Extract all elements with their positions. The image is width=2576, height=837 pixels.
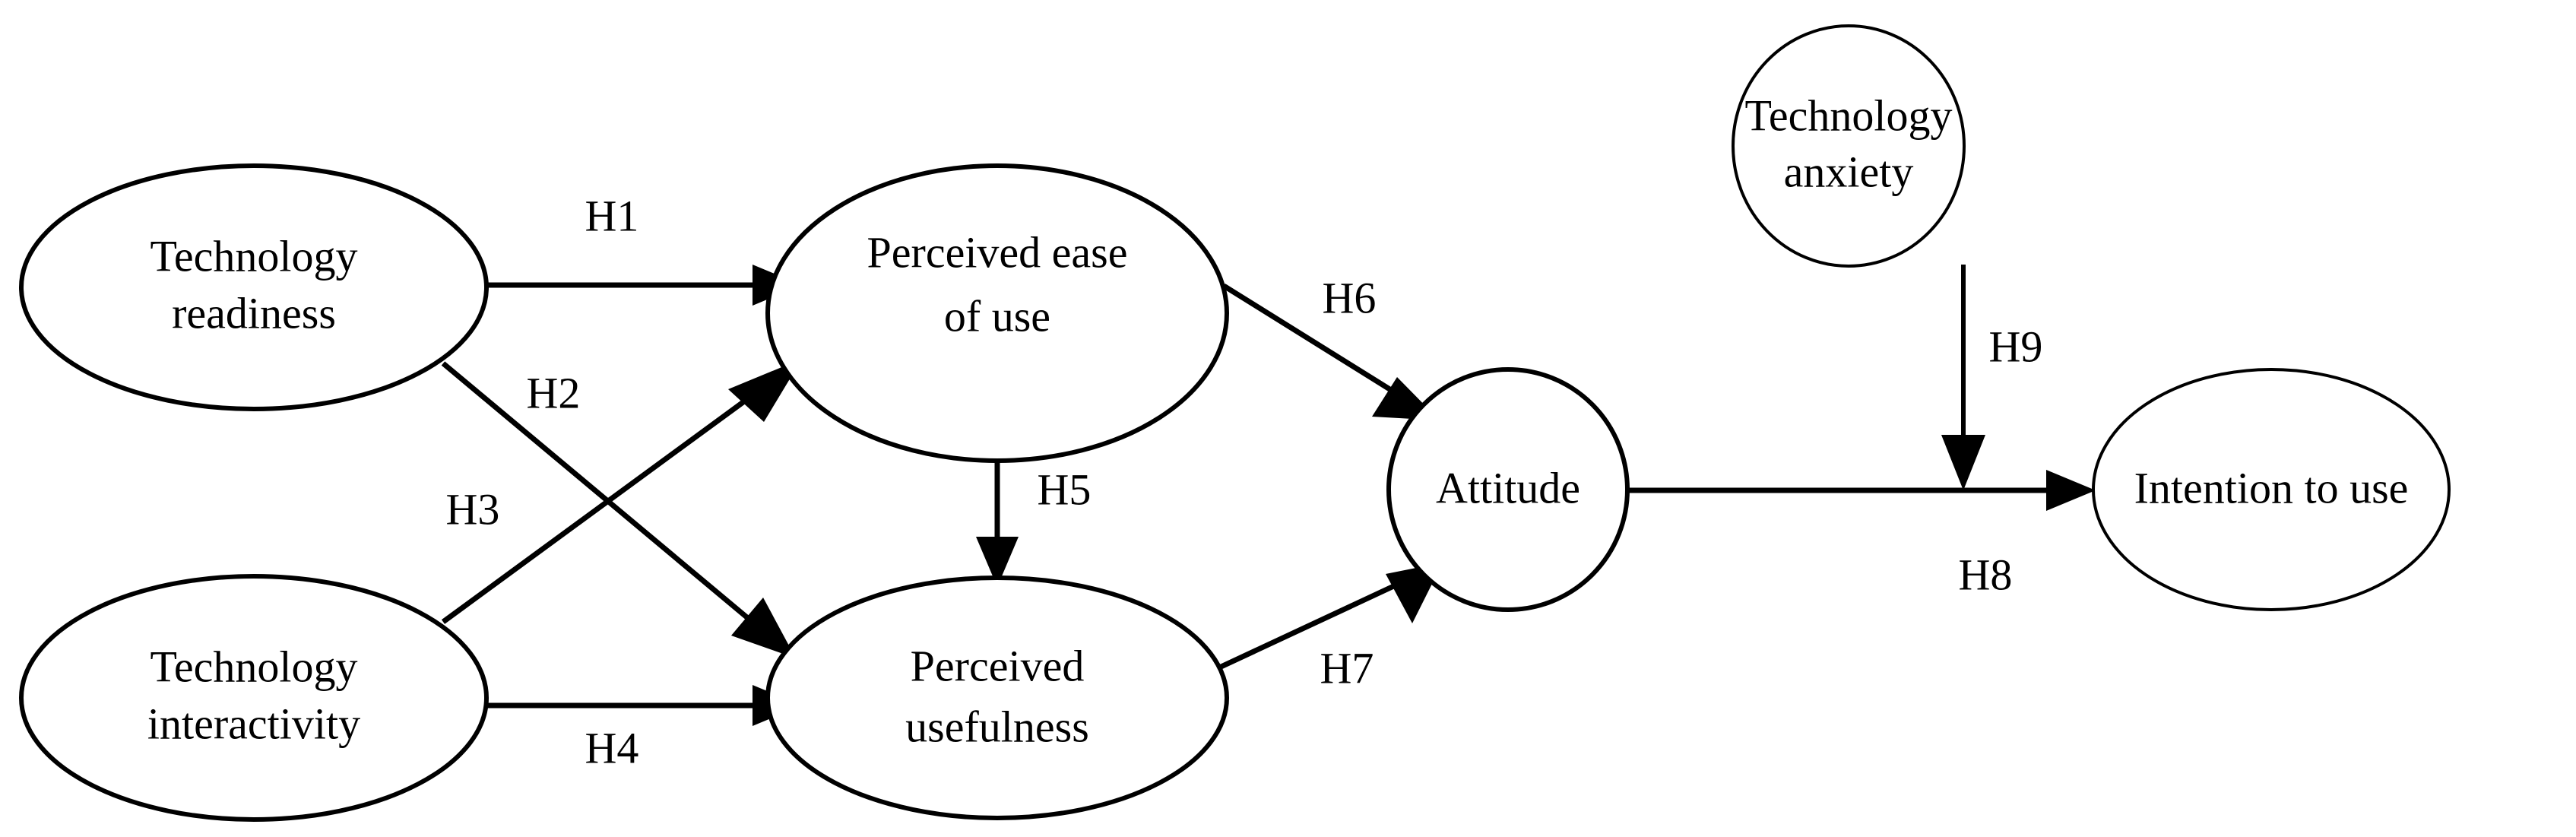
edge-label-h4: H4 [585,723,639,772]
node-technology-interactivity[interactable]: Technology interactivity [19,574,489,822]
edge-h7-line [1215,581,1400,672]
edge-h9-arrowhead [1941,435,1985,490]
edge-h9 [1941,265,1985,490]
edge-h2-arrowhead [731,598,796,658]
node-technology-anxiety[interactable]: Technology anxiety [1732,24,1966,268]
edge-label-h6: H6 [1323,273,1377,322]
node-perceived-ease-of-use-label-line2: of use [944,291,1050,341]
edge-h5 [976,461,1019,587]
edge-h5-arrowhead [976,537,1019,587]
edge-label-h5: H5 [1038,464,1092,514]
edge-h1 [475,265,802,306]
edge-h8-arrowhead [2046,470,2096,511]
node-attitude-shape[interactable] [1386,367,1630,612]
edge-h3-arrowhead [728,359,802,422]
node-technology-anxiety-label-line1: Technology [1745,90,1953,140]
node-technology-interactivity-shape[interactable] [19,574,489,822]
node-perceived-usefulness[interactable]: Perceived usefulness [765,575,1229,820]
node-attitude[interactable]: Attitude [1386,367,1630,612]
node-attitude-label: Attitude [1436,463,1580,512]
edge-label-h8: H8 [1959,550,2013,599]
node-technology-readiness[interactable]: Technology readiness [19,163,489,411]
edge-label-h2: H2 [527,368,581,417]
node-perceived-ease-of-use-shape[interactable] [765,163,1229,463]
node-technology-readiness-label-line2: readiness [172,288,336,338]
node-intention-to-use-shape[interactable] [2092,368,2451,611]
node-perceived-usefulness-shape[interactable] [765,575,1229,820]
node-intention-to-use-label: Intention to use [2134,463,2409,512]
node-technology-interactivity-label-line1: Technology [151,642,358,691]
node-technology-readiness-label-line1: Technology [151,231,358,281]
node-technology-anxiety-shape[interactable] [1732,24,1966,268]
edge-h2-line [441,361,751,621]
node-technology-interactivity-label-line2: interactivity [147,699,360,748]
node-perceived-ease-of-use[interactable]: Perceived ease of use [765,163,1229,463]
edge-h3-line [441,393,755,624]
edge-label-h1: H1 [585,191,639,240]
node-technology-anxiety-label-line2: anxiety [1784,147,1914,196]
edge-h6-line [1222,284,1399,396]
edge-h4 [475,685,802,726]
edge-h8 [1627,470,2096,511]
edge-label-h9: H9 [1989,322,2043,371]
edge-label-h7: H7 [1320,643,1374,693]
node-perceived-ease-of-use-label-line1: Perceived ease [867,227,1128,277]
edge-h3 [441,359,802,624]
node-perceived-usefulness-label-line1: Perceived [911,641,1085,690]
node-technology-readiness-shape[interactable] [19,163,489,411]
node-perceived-usefulness-label-line2: usefulness [905,702,1089,751]
edge-label-h3: H3 [446,484,500,534]
edge-h2 [441,361,796,658]
node-intention-to-use[interactable]: Intention to use [2092,368,2451,611]
